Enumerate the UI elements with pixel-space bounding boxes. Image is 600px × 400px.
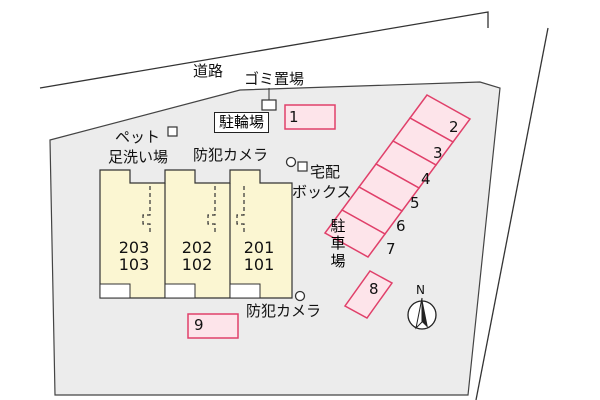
delivery-box-icon [297,161,308,172]
parking-slot-number-7: 7 [386,240,396,258]
parking-slot-number-4: 4 [421,170,431,188]
apartment-building [99,169,293,299]
north-label: N [416,283,425,297]
road-edge-line-right [475,27,549,400]
parking-slot-number-8: 8 [369,280,379,298]
parking-slot-1 [284,104,336,130]
security-camera-label-top: 防犯カメラ [193,146,269,164]
security-camera-icon [285,156,297,168]
garbage-area-icon [261,99,277,111]
parking-slot-number-6: 6 [396,217,406,235]
parking-slot-number-1: 1 [289,108,299,126]
security-camera-label-bottom: 防犯カメラ [246,302,322,320]
pet-wash-label-line2: 足洗い場 [108,148,169,166]
delivery-box-label-line1: 宅配 [310,163,341,181]
parking-slot-8 [343,270,394,319]
north-arrow-icon [407,297,437,330]
pet-wash-icon [167,126,178,137]
parking-label: 駐 車 場 [330,217,346,270]
bicycle-parking-label: 駐輪場 [214,112,270,133]
garbage-area-label: ゴミ置場 [244,70,305,88]
road-edge-line [39,11,489,89]
parking-slot-number-5: 5 [410,194,420,212]
parking-slot-7 [323,209,387,258]
pet-wash-label-line1: ペット [115,128,161,146]
parking-slot-9 [187,313,239,339]
parking-slot-number-3: 3 [433,144,443,162]
parking-slot-number-9: 9 [194,316,204,334]
security-camera-icon [294,290,306,302]
delivery-box-label-line2: ボックス [292,183,352,201]
parking-slots [187,94,472,339]
parking-slot-number-2: 2 [449,118,459,136]
road-label: 道路 [193,62,224,80]
